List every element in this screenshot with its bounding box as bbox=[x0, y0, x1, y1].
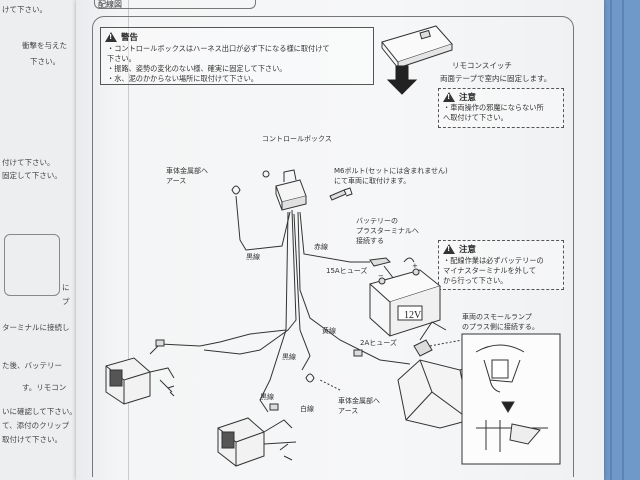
ground-terminal-icon bbox=[305, 373, 315, 383]
fuse-15a-label: 15Aヒューズ bbox=[326, 267, 368, 275]
caution-icon bbox=[443, 92, 455, 102]
left-text-fragment: 衝撃を与えた bbox=[22, 41, 67, 50]
battery-plus-label: 接続する bbox=[356, 237, 384, 245]
wire-label-black: 黒線 bbox=[260, 393, 274, 401]
m6-bolt-label: にて車両に取付けます。 bbox=[334, 177, 411, 185]
left-text-fragment: 取付けて下さい。 bbox=[2, 435, 62, 444]
battery-icon bbox=[368, 257, 442, 337]
wire-label-red: 赤線 bbox=[314, 243, 328, 251]
small-lamp-label: のプラス側に接続する。 bbox=[462, 323, 539, 331]
left-text-fragment: プ bbox=[62, 297, 70, 306]
caution-line: ・車両操作の邪魔にならない所 bbox=[443, 103, 544, 112]
body-ground-label: 車体金属部へ bbox=[338, 397, 380, 405]
ground-terminal-icon bbox=[231, 185, 241, 195]
wire-label-yellow: 黄線 bbox=[322, 327, 336, 335]
warning-title: 警告 bbox=[121, 33, 139, 43]
caution-title: 注意 bbox=[459, 245, 477, 255]
sheet-fold bbox=[128, 0, 129, 480]
background-ridge bbox=[622, 0, 624, 480]
connection-detail-inset bbox=[461, 333, 561, 465]
caution-line: から行って下さい。 bbox=[443, 276, 508, 285]
left-text-fragment: ターミナルに接続し bbox=[2, 323, 70, 332]
warning-line: ・コントロールボックスはハーネス出口が必ず下になる様に取付けて bbox=[107, 44, 330, 53]
body-ground-label: 車体金属部へ bbox=[166, 167, 208, 175]
small-lamp-label: 車両のスモールランプ bbox=[462, 313, 532, 321]
body-ground-label: アース bbox=[338, 407, 359, 415]
left-text-fragment: に bbox=[62, 283, 70, 292]
wire-label-black: 黒線 bbox=[282, 353, 296, 361]
wire-label-white: 白線 bbox=[300, 405, 314, 413]
vehicle-headlight-icon bbox=[397, 359, 499, 429]
warning-line: 下さい。 bbox=[107, 54, 136, 63]
remote-switch-desc: 両面テープで室内に固定します。 bbox=[440, 74, 552, 83]
warning-line: ・振路、姿勢の変化のない様、確実に固定して下さい。 bbox=[107, 64, 287, 73]
left-text-fragment: 固定して下さい。 bbox=[2, 171, 62, 180]
remote-switch-label: リモコンスイッチ bbox=[452, 61, 512, 70]
fog-lamp-right-icon bbox=[217, 417, 297, 467]
warning-box: 警告 ・コントロールボックスはハーネス出口が必ず下になる様に取付けて 下さい。 … bbox=[100, 27, 374, 85]
caution-title: 注意 bbox=[459, 93, 477, 103]
fuse-2a-label: 2Aヒューズ bbox=[360, 339, 397, 347]
down-arrow-icon bbox=[386, 65, 418, 95]
left-text-fragment: 付けて下さい。 bbox=[2, 158, 55, 167]
caution-line: ・配線作業は必ずバッテリーの bbox=[443, 256, 544, 265]
left-text-fragment: けて下さい。 bbox=[2, 5, 47, 14]
background-ridge bbox=[610, 0, 612, 480]
caution-line: マイナスターミナルを外して bbox=[443, 266, 537, 275]
caution-line: へ取付けて下さい。 bbox=[443, 113, 508, 122]
left-instruction-sheet: けて下さい。 衝撃を与えた 下さい。 付けて下さい。 固定して下さい。 に プ … bbox=[0, 0, 78, 480]
left-text-fragment: 下さい。 bbox=[30, 57, 60, 66]
m6-bolt-icon bbox=[329, 187, 353, 201]
battery-plus-label: プラスターミナルへ bbox=[356, 227, 419, 235]
m6-bolt-label: M6ボルト(セットには含まれません) bbox=[334, 167, 448, 175]
wire-label-black: 黒線 bbox=[246, 253, 260, 261]
fog-lamp-left-icon bbox=[105, 357, 175, 405]
warning-icon bbox=[105, 32, 117, 42]
caution-box-mounting: 注意 ・車両操作の邪魔にならない所 へ取付けて下さい。 bbox=[438, 88, 564, 128]
fuse-2a-icon bbox=[413, 321, 447, 357]
left-inset-box bbox=[4, 234, 60, 296]
caution-icon bbox=[443, 244, 455, 254]
body-ground-label: アース bbox=[166, 177, 187, 185]
battery-minus-text: − bbox=[378, 272, 384, 280]
section-tab bbox=[94, 0, 256, 9]
inset-down-arrow-icon bbox=[501, 401, 515, 413]
battery-plus-label: バッテリーの bbox=[356, 217, 398, 225]
left-text-fragment: て、添付のクリップ bbox=[2, 421, 70, 430]
warning-line: ・水、泥のかからない場所に取付けて下さい。 bbox=[107, 74, 258, 83]
control-box-icon bbox=[262, 169, 307, 211]
left-text-fragment: た後、バッテリー bbox=[2, 361, 62, 370]
left-text-fragment: す。リモコン bbox=[22, 383, 67, 392]
battery-voltage-text: 12V bbox=[404, 310, 422, 321]
control-box-label: コントロールボックス bbox=[262, 135, 332, 143]
caution-box-battery: 注意 ・配線作業は必ずバッテリーの マイナスターミナルを外して から行って下さい… bbox=[438, 240, 564, 290]
section-title: 配線図 bbox=[98, 0, 122, 9]
left-text-fragment: いに確認して下さい。 bbox=[2, 407, 77, 416]
battery-plus-text: + bbox=[412, 262, 418, 270]
remote-switch-icon bbox=[381, 25, 453, 69]
diagram-frame bbox=[92, 16, 574, 477]
